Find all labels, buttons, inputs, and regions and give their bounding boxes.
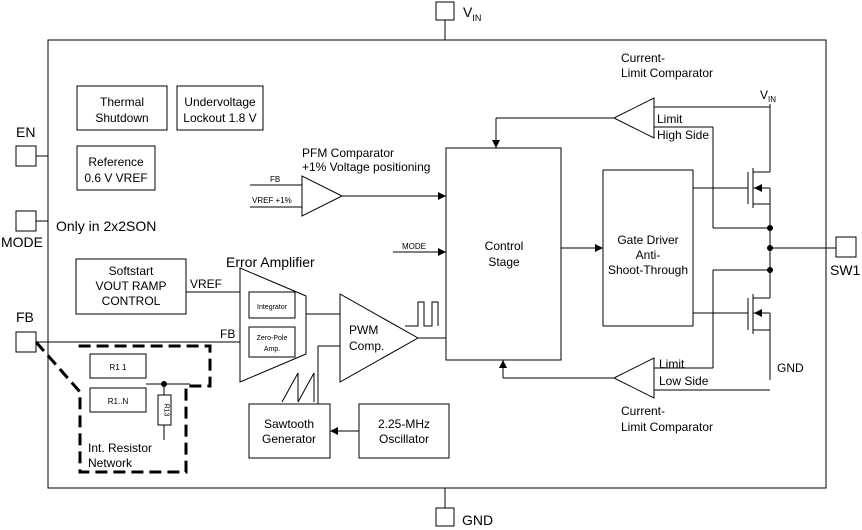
svg-text:+1% Voltage positioning: +1% Voltage positioning — [302, 160, 430, 174]
svg-text:Shutdown: Shutdown — [95, 111, 148, 125]
en-pin — [15, 145, 37, 167]
svg-text:Thermal: Thermal — [100, 95, 144, 109]
svg-text:Gate Driver: Gate Driver — [617, 233, 678, 247]
svg-text:VREF +1%: VREF +1% — [252, 196, 292, 205]
pfm-comparator — [301, 175, 344, 217]
current-limit-low-comparator — [612, 357, 655, 399]
error-amp-label: Error Amplifier — [226, 254, 315, 270]
svg-text:Limit Comparator: Limit Comparator — [621, 66, 713, 80]
r1n-resistor — [89, 387, 147, 413]
svg-text:Amp.: Amp. — [264, 346, 280, 353]
svg-text:R13: R13 — [163, 404, 170, 417]
softstart-block — [75, 258, 187, 315]
svg-text:0.6 V VREF: 0.6 V VREF — [84, 171, 147, 185]
svg-text:Reference: Reference — [88, 155, 144, 169]
mode-note: Only in 2x2SON — [56, 218, 156, 234]
mode-pin — [15, 210, 37, 232]
svg-text:Int. Resistor: Int. Resistor — [88, 441, 152, 455]
svg-text:Softstart: Softstart — [109, 264, 154, 278]
svg-text:MODE: MODE — [402, 242, 426, 251]
svg-text:Limit: Limit — [657, 112, 683, 126]
fb-pin-label: FB — [16, 309, 34, 325]
svg-text:Limit Comparator: Limit Comparator — [621, 420, 713, 434]
pwm-waveform-icon — [405, 301, 439, 327]
svg-text:Sawtooth: Sawtooth — [264, 417, 314, 431]
pfm-label: PFM Comparator — [302, 146, 394, 160]
vin-pin-label: VIN — [463, 4, 481, 23]
vin-pin — [435, 1, 455, 21]
sawtooth-generator-block — [248, 403, 331, 459]
svg-text:Zero-Pole: Zero-Pole — [257, 335, 288, 342]
integrator-block — [248, 291, 296, 319]
pwm-comparator — [339, 293, 420, 383]
svg-text:2.25-MHz: 2.25-MHz — [378, 417, 430, 431]
resistor-network-boundary — [34, 341, 212, 474]
cl-top-label: Current- — [621, 51, 665, 65]
reference-block — [76, 145, 156, 191]
svg-text:Limit: Limit — [659, 357, 685, 371]
svg-text:Control: Control — [485, 239, 524, 253]
svg-text:FB: FB — [270, 175, 280, 184]
svg-text:Shoot-Through: Shoot-Through — [608, 263, 688, 277]
current-limit-high-comparator — [612, 97, 655, 139]
svg-text:Network: Network — [88, 456, 133, 470]
svg-text:PWM: PWM — [349, 323, 378, 337]
svg-text:VOUT RAMP: VOUT RAMP — [95, 279, 166, 293]
svg-text:Stage: Stage — [488, 255, 520, 269]
gnd-pin-label: GND — [462, 512, 493, 528]
r1-resistor — [89, 353, 147, 379]
svg-text:High Side: High Side — [657, 128, 709, 142]
svg-text:CONTROL: CONTROL — [102, 294, 161, 308]
gnd-pin — [435, 507, 455, 527]
sw1-pin — [835, 236, 857, 258]
svg-text:Comp.: Comp. — [349, 339, 384, 353]
svg-text:VREF: VREF — [190, 277, 222, 291]
mode-pin-label: MODE — [1, 234, 43, 250]
vin-right-label: VIN — [760, 88, 776, 104]
oscillator-block — [358, 403, 450, 459]
svg-text:Lockout 1.8 V: Lockout 1.8 V — [183, 111, 256, 125]
gnd-right-label: GND — [777, 361, 804, 375]
undervoltage-lockout-block — [176, 85, 264, 131]
en-pin-label: EN — [16, 124, 35, 140]
gate-driver-block — [602, 169, 694, 327]
svg-text:Current-: Current- — [621, 404, 665, 418]
svg-text:Generator: Generator — [262, 432, 316, 446]
sawtooth-waveform-icon — [281, 372, 315, 403]
chip-boundary — [47, 39, 827, 489]
svg-text:Undervoltage: Undervoltage — [184, 95, 256, 109]
svg-text:Low Side: Low Side — [659, 374, 709, 388]
fb-pin — [15, 331, 37, 353]
svg-text:R1 1: R1 1 — [110, 363, 127, 372]
error-amplifier — [239, 267, 307, 383]
svg-text:FB: FB — [220, 327, 235, 341]
svg-text:Oscillator: Oscillator — [379, 432, 429, 446]
thermal-shutdown-block — [76, 85, 168, 131]
svg-text:R1..N: R1..N — [108, 397, 129, 406]
zero-pole-amp-block — [248, 326, 296, 358]
control-stage-block — [445, 147, 562, 361]
svg-text:Anti-: Anti- — [636, 248, 661, 262]
svg-text:Integrator: Integrator — [257, 304, 288, 311]
sw1-pin-label: SW1 — [830, 262, 861, 278]
